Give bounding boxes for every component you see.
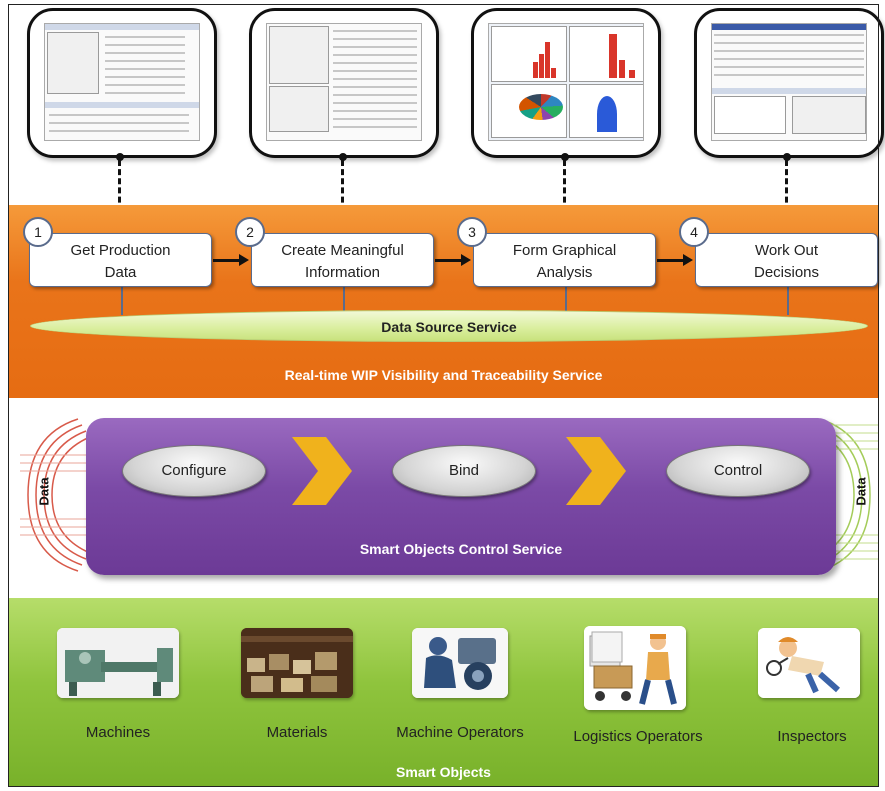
table-screenshot [44,23,200,141]
stem-2 [343,287,345,315]
screenshot-thumbnail-4 [694,8,884,158]
flow-arrow-2 [435,254,471,266]
object-label-machines: Machines [85,724,151,741]
connector-dot-3 [561,153,569,161]
machine-operators-image [412,628,508,698]
connector-dot-2 [339,153,347,161]
stem-3 [565,287,567,315]
report-screenshot [711,23,867,141]
materials-image [241,628,353,698]
chevron-right-icon [292,437,352,505]
screenshot-thumbnail-3 [471,8,661,158]
configure-action: Configure [122,445,266,497]
dashed-connector-4 [785,160,788,230]
list-screenshot [266,23,422,141]
stem-1 [121,287,123,315]
object-label-machine-operators: Machine Operators [396,724,524,741]
data-source-service: Data Source Service [30,310,868,342]
step-number-3: 3 [457,217,487,247]
dashed-connector-1 [118,160,121,230]
dashed-connector-3 [563,160,566,230]
step-number-4: 4 [679,217,709,247]
control-action: Control [666,445,810,497]
pie-chart [519,94,563,120]
flow-arrow-1 [213,254,249,266]
outer-frame [8,4,879,787]
flow-arrow-3 [657,254,693,266]
realtime-service-label: Real-time WIP Visibility and Traceabilit… [284,367,603,383]
object-label-logistics-operators: Logistics Operators [573,728,703,745]
data-stripes-left [20,418,91,572]
smart-objects-label: Smart Objects [396,764,491,780]
step-number-1: 1 [23,217,53,247]
screenshot-thumbnail-2 [249,8,439,158]
object-label-materials: Materials [266,724,328,741]
machines-image [57,628,179,698]
screenshot-thumbnail-1 [27,8,217,158]
bind-action: Bind [392,445,536,497]
stem-4 [787,287,789,315]
distribution-curve [597,96,617,132]
charts-screenshot [488,23,644,141]
inspectors-image [758,628,860,698]
dashed-connector-2 [341,160,344,230]
connector-dot-4 [783,153,791,161]
logistics-operators-image [584,626,686,710]
chevron-right-icon [566,437,626,505]
object-label-inspectors: Inspectors [777,728,847,745]
control-service-label: Smart Objects Control Service [359,541,563,557]
step-number-2: 2 [235,217,265,247]
connector-dot-1 [116,153,124,161]
